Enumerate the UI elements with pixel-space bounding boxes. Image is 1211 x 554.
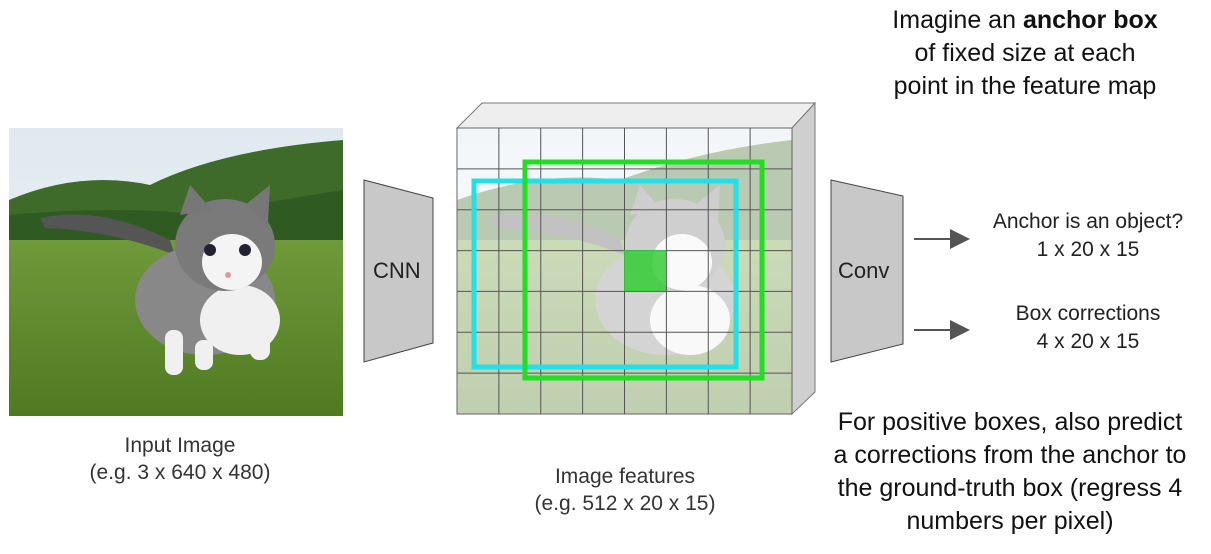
cnn-label: CNN (373, 258, 421, 283)
conv-label: Conv (838, 258, 890, 283)
input-shape: (e.g. 3 x 640 x 480) (89, 461, 271, 484)
feature-map (455, 101, 817, 416)
corrections-shape: 4 x 20 x 15 (1036, 330, 1140, 353)
bottom-note-line1: For positive boxes, also predict (837, 408, 1183, 436)
features-shape: (e.g. 512 x 20 x 15) (534, 492, 716, 515)
cnn-block (363, 179, 434, 363)
conv-block (830, 179, 904, 363)
output-corrections: Box corrections 4 x 20 x 15 (968, 300, 1208, 356)
objectness-shape: 1 x 20 x 15 (1036, 238, 1140, 261)
top-note-line2: of fixed size at each (914, 39, 1136, 67)
bottom-note-line3: the ground-truth box (regress 4 (837, 474, 1183, 502)
top-note-line3: point in the feature map (893, 72, 1157, 100)
top-note-line1: Imagine an anchor box (892, 6, 1158, 34)
objectness-label: Anchor is an object? (992, 210, 1184, 233)
bottom-note: For positive boxes, also predict a corre… (810, 406, 1210, 538)
input-image (9, 128, 343, 416)
top-note-bold: anchor box (1022, 6, 1158, 34)
output-objectness: Anchor is an object? 1 x 20 x 15 (968, 208, 1208, 264)
anchor-center-cell (624, 250, 666, 291)
features-title: Image features (554, 465, 696, 488)
input-title: Input Image (124, 434, 236, 457)
features-caption: Image features (e.g. 512 x 20 x 15) (505, 463, 745, 517)
input-caption: Input Image (e.g. 3 x 640 x 480) (60, 432, 300, 486)
anchor-box-green (522, 159, 765, 381)
corrections-label: Box corrections (1015, 302, 1161, 325)
anchor-box-cyan (471, 178, 739, 370)
bottom-note-line4: numbers per pixel) (906, 507, 1114, 535)
top-note: Imagine an anchor box of fixed size at e… (850, 4, 1200, 103)
bottom-note-line2: a corrections from the anchor to (833, 441, 1187, 469)
